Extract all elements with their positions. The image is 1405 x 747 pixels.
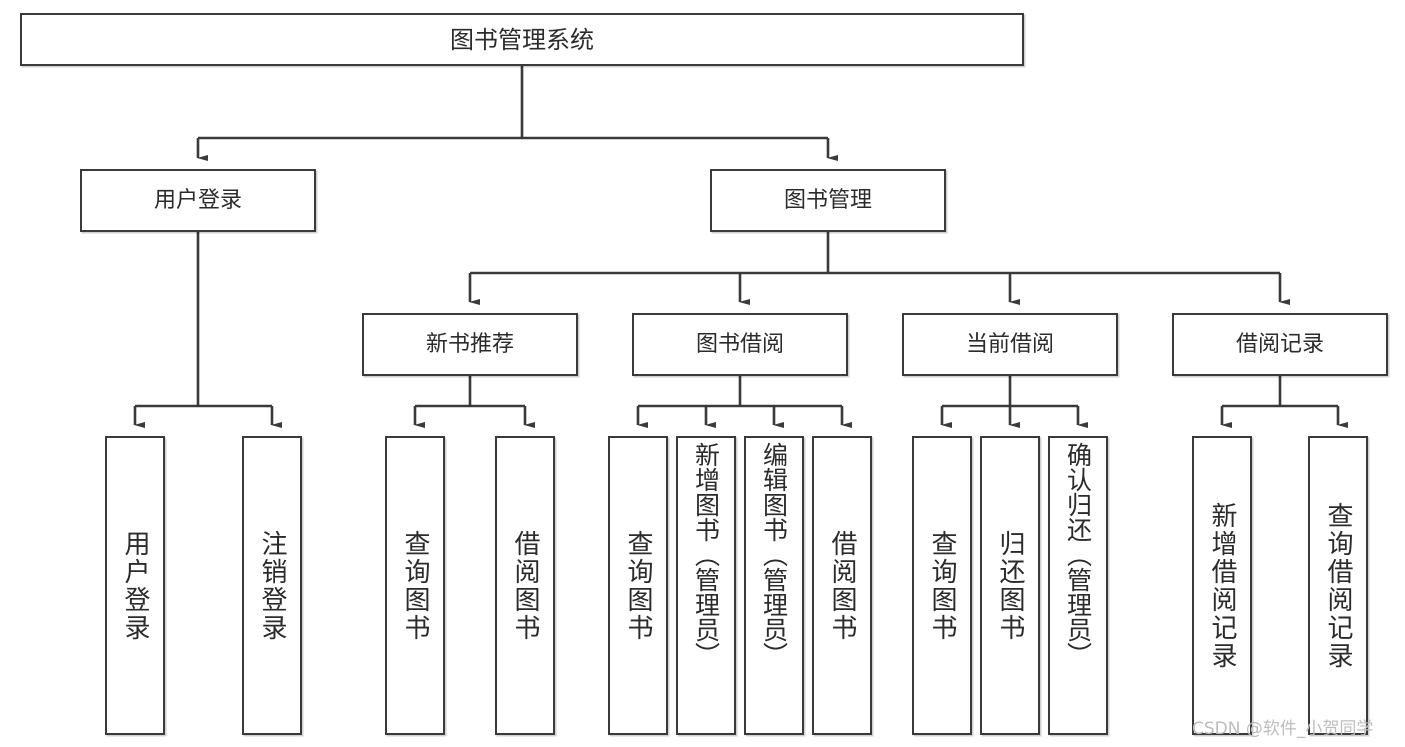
node-label: 注销登录 xyxy=(257,529,287,642)
node-user-login[interactable]: 用户登录 xyxy=(80,169,316,232)
node-label: 用户登录 xyxy=(120,529,150,642)
node-label: 新书推荐 xyxy=(425,331,514,357)
leaf-query-book-new[interactable]: 查询图书 xyxy=(385,436,445,735)
node-label: 图书借阅 xyxy=(695,331,784,357)
leaf-borrow-book[interactable]: 借阅图书 xyxy=(812,436,872,735)
csdn-watermark: CSDN @软件_小贺同学 xyxy=(1192,719,1374,739)
node-label: 当前借阅 xyxy=(965,331,1054,357)
leaf-query-book-borrow[interactable]: 查询图书 xyxy=(608,436,668,735)
node-new-book-recommend[interactable]: 新书推荐 xyxy=(362,313,578,376)
node-label: 借阅图书 xyxy=(510,529,540,642)
node-label: 图书管理系统 xyxy=(450,25,594,54)
leaf-return-book[interactable]: 归还图书 xyxy=(980,436,1040,735)
node-label: 新增借阅记录 xyxy=(1207,501,1237,670)
leaf-add-borrow-record[interactable]: 新增借阅记录 xyxy=(1192,436,1252,735)
node-label: 编辑图书（管理员） xyxy=(759,442,789,667)
leaf-add-book-admin[interactable]: 新增图书（管理员） xyxy=(676,436,736,735)
node-label: 查询图书 xyxy=(400,529,430,642)
leaf-query-book-current[interactable]: 查询图书 xyxy=(912,436,972,735)
node-label: 借阅记录 xyxy=(1235,331,1324,357)
leaf-confirm-return-admin[interactable]: 确认归还（管理员） xyxy=(1048,436,1108,735)
node-label: 图书管理 xyxy=(783,187,872,213)
node-borrow-record[interactable]: 借阅记录 xyxy=(1172,313,1388,376)
node-label: 查询图书 xyxy=(927,529,957,642)
node-label: 用户登录 xyxy=(153,187,242,213)
leaf-borrow-book-new[interactable]: 借阅图书 xyxy=(495,436,555,735)
node-label: 借阅图书 xyxy=(827,529,857,642)
node-root-system[interactable]: 图书管理系统 xyxy=(20,13,1024,66)
node-book-management[interactable]: 图书管理 xyxy=(710,169,946,232)
leaf-edit-book-admin[interactable]: 编辑图书（管理员） xyxy=(744,436,804,735)
leaf-user-logout[interactable]: 注销登录 xyxy=(242,436,302,735)
node-label: 新增图书（管理员） xyxy=(691,442,721,667)
node-current-borrow[interactable]: 当前借阅 xyxy=(902,313,1118,376)
node-label: 查询图书 xyxy=(623,529,653,642)
node-label: 确认归还（管理员） xyxy=(1063,442,1093,667)
node-label: 查询借阅记录 xyxy=(1323,501,1353,670)
node-label: 归还图书 xyxy=(995,529,1025,642)
node-book-borrow[interactable]: 图书借阅 xyxy=(632,313,848,376)
leaf-query-borrow-record[interactable]: 查询借阅记录 xyxy=(1308,436,1368,735)
leaf-user-login[interactable]: 用户登录 xyxy=(105,436,165,735)
